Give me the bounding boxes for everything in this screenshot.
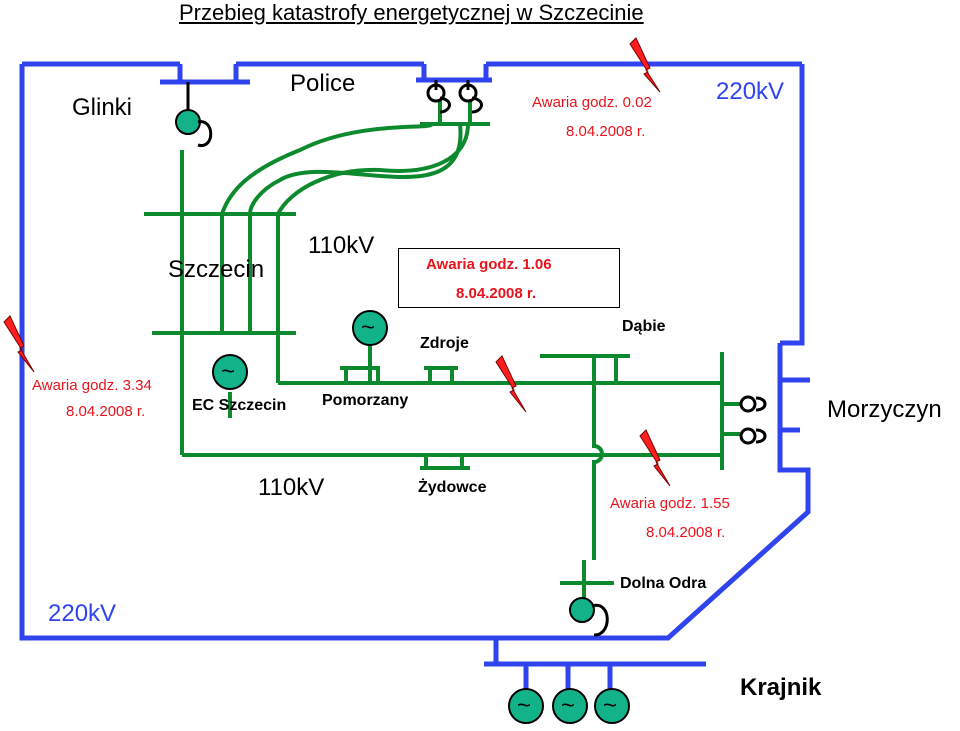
voltage-label-110kv-upper: 110kV bbox=[308, 232, 375, 259]
generator-symbol: ~ bbox=[361, 314, 376, 341]
station-label-szczecin: Szczecin bbox=[168, 256, 265, 283]
station-label-morzyczyn: Morzyczyn bbox=[827, 396, 942, 423]
station-label-zydowce: Żydowce bbox=[418, 479, 487, 496]
station-label-dabie: Dąbie bbox=[622, 318, 666, 335]
transformer-police-2 bbox=[458, 80, 483, 114]
failure-date: 8.04.2008 r. bbox=[646, 524, 726, 541]
generator-pomorzany bbox=[352, 310, 388, 346]
generator-symbol: ~ bbox=[221, 358, 236, 385]
generator-glinki bbox=[175, 82, 213, 147]
failure-time: Awaria godz. 3.34 bbox=[32, 377, 152, 394]
station-label-zdroje: Zdroje bbox=[420, 335, 469, 352]
generator-symbol: ~ bbox=[561, 692, 576, 719]
station-label-krajnik: Krajnik bbox=[740, 674, 822, 701]
failure-date: 8.04.2008 r. bbox=[66, 403, 146, 420]
station-label-police: Police bbox=[290, 70, 356, 97]
generator-symbol: ~ bbox=[517, 692, 532, 719]
generator-symbol: ~ bbox=[603, 692, 618, 719]
failure-time: Awaria godz. 0.02 bbox=[532, 94, 652, 111]
station-label-dolna-odra: Dolna Odra bbox=[620, 575, 707, 592]
failure-date: 8.04.2008 r. bbox=[566, 123, 646, 140]
station-label-pomorzany: Pomorzany bbox=[322, 392, 409, 409]
voltage-label-110kv-lower: 110kV bbox=[258, 474, 325, 501]
generator-ec-szczecin bbox=[212, 354, 248, 390]
station-label-ec-szczecin: EC Szczecin bbox=[192, 397, 287, 414]
lightning-bolt-icon bbox=[495, 355, 527, 413]
voltage-label-220kv-top: 220kV bbox=[716, 78, 785, 105]
transformer-police-1 bbox=[426, 80, 451, 114]
voltage-label-220kv-bottom: 220kV bbox=[48, 600, 117, 627]
generator-dolna-odra bbox=[569, 597, 609, 637]
transformer-morzyczyn-2 bbox=[739, 427, 767, 445]
station-label-glinki: Glinki bbox=[72, 94, 133, 121]
generator-krajnik-1 bbox=[508, 688, 544, 724]
page-title: Przebieg katastrofy energetycznej w Szcz… bbox=[179, 0, 644, 25]
failure-time: Awaria godz. 1.06 bbox=[426, 256, 552, 273]
line-110kv bbox=[144, 100, 740, 598]
failure-date: 8.04.2008 r. bbox=[456, 285, 537, 302]
generator-krajnik-2 bbox=[552, 688, 588, 724]
generator-krajnik-3 bbox=[594, 688, 630, 724]
lightning-bolt-icon bbox=[629, 37, 661, 93]
transformer-morzyczyn-1 bbox=[739, 395, 767, 413]
failure-time: Awaria godz. 1.55 bbox=[610, 495, 730, 512]
failure-box bbox=[398, 248, 620, 308]
lightning-bolt-icon bbox=[3, 315, 35, 373]
lightning-bolt-icon bbox=[639, 429, 671, 487]
